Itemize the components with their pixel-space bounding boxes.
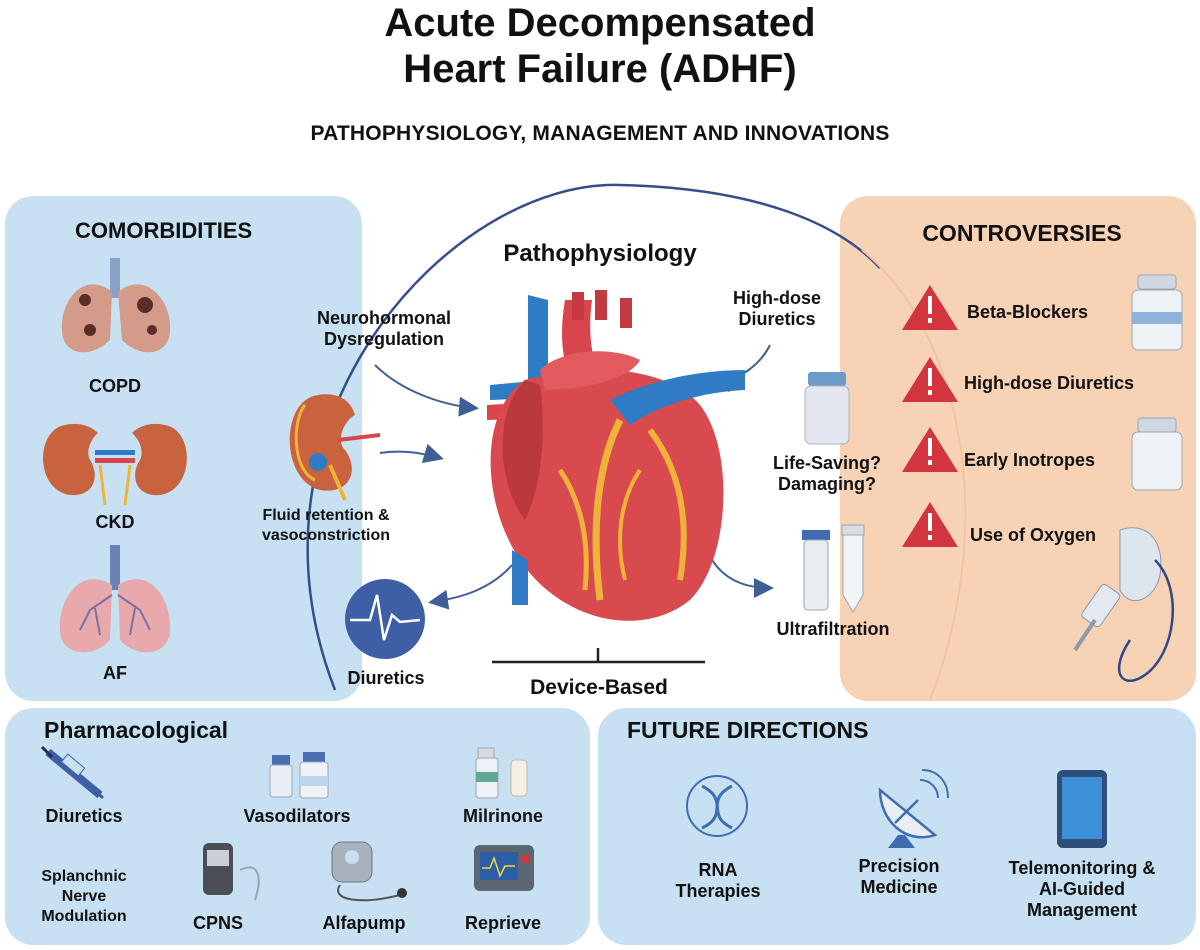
controversy-high-dose-diuretics: High-dose Diuretics: [964, 373, 1135, 393]
monitor-icon: [474, 845, 534, 891]
high-dose-diuretics-label: High-dose Diuretics: [733, 288, 821, 329]
milrinone-vials-icon: [475, 740, 528, 799]
dna-icon: [686, 775, 748, 837]
vial-pair-icon: [269, 752, 329, 799]
warning-icon: [902, 427, 958, 472]
future-directions-heading: FUTURE DIRECTIONS: [627, 717, 869, 743]
satellite-dish-icon: [878, 769, 949, 848]
comorbidity-copd-label: COPD: [88, 376, 142, 396]
tablet-icon: [1057, 770, 1107, 848]
neurohormonal-label: Neurohormonal Dysregulation: [316, 308, 452, 349]
pharma-milrinone-label: Milrinone: [463, 806, 543, 826]
device-based-label: Device-Based: [530, 676, 668, 699]
arrow-diuretics: [428, 564, 513, 610]
copd-lungs-illustration: [61, 258, 171, 353]
fluid-retention-label: Fluid retention & vasoconstriction: [261, 507, 391, 544]
af-lungs-illustration: [59, 545, 171, 653]
splanchnic-nerve-modulation-label: Splanchnic Nerve Modulation: [41, 868, 127, 925]
bottle-illustration: [804, 372, 850, 445]
warning-icon: [902, 357, 958, 402]
ultrafiltration-label: Ultrafiltration: [776, 619, 890, 639]
comorbidities-heading: COMORBIDITIES: [75, 218, 253, 243]
ckd-kidneys-illustration: [43, 423, 187, 506]
life-saving-label: Life-Saving? Damaging?: [772, 453, 882, 494]
controversy-early-inotropes: Early Inotropes: [964, 450, 1096, 470]
warning-icon: [902, 502, 958, 547]
cpns-label: CPNS: [192, 913, 244, 933]
pathophysiology-heading: Pathophysiology: [503, 240, 697, 267]
arrow-ultra: [711, 559, 774, 598]
cpns-device-icon: [203, 843, 260, 901]
page-subtitle: PATHOPHYSIOLOGY, MANAGEMENT AND INNOVATI…: [310, 122, 890, 145]
comorbidity-ckd-label: CKD: [95, 512, 135, 532]
controversy-use-of-oxygen: Use of Oxygen: [970, 525, 1097, 545]
device-based-bracket: [492, 648, 705, 664]
precision-medicine-label: Precision Medicine: [858, 856, 940, 897]
oxygen-mask-illustration: [1073, 527, 1174, 682]
reprieve-label: Reprieve: [464, 913, 542, 933]
alfapump-label: Alfapump: [322, 913, 406, 933]
controversies-heading: CONTROVERSIES: [922, 220, 1122, 246]
ecg-illustration: [345, 579, 425, 659]
telemonitoring-label: Telemonitoring & AI-Guided Management: [1008, 858, 1156, 920]
vial-illustration: [1131, 274, 1183, 351]
vial-illustration: [1131, 417, 1183, 491]
pathophysiology-arc: [306, 183, 881, 691]
controversy-beta-blockers: Beta-Blockers: [967, 302, 1089, 322]
warning-icon: [902, 285, 958, 330]
pharma-vasodilators-label: Vasodilators: [243, 806, 351, 826]
rna-therapies-label: RNA Therapies: [675, 860, 761, 901]
alfapump-icon: [331, 841, 407, 902]
page-title: Acute Decompensated Heart Failure (ADHF): [384, 1, 816, 91]
heart-illustration: [487, 290, 745, 621]
arrow-neuro: [374, 364, 479, 417]
kidney-illustration: [289, 394, 381, 501]
arrow-fluid: [379, 443, 444, 463]
pharmacological-heading: Pharmacological: [44, 717, 229, 743]
comorbidity-af-label: AF: [103, 663, 127, 683]
tubes-illustration: [802, 524, 865, 613]
syringe-icon: [40, 745, 105, 800]
diuretics-label: Diuretics: [347, 668, 425, 688]
pharma-diuretics-label: Diuretics: [45, 806, 123, 826]
